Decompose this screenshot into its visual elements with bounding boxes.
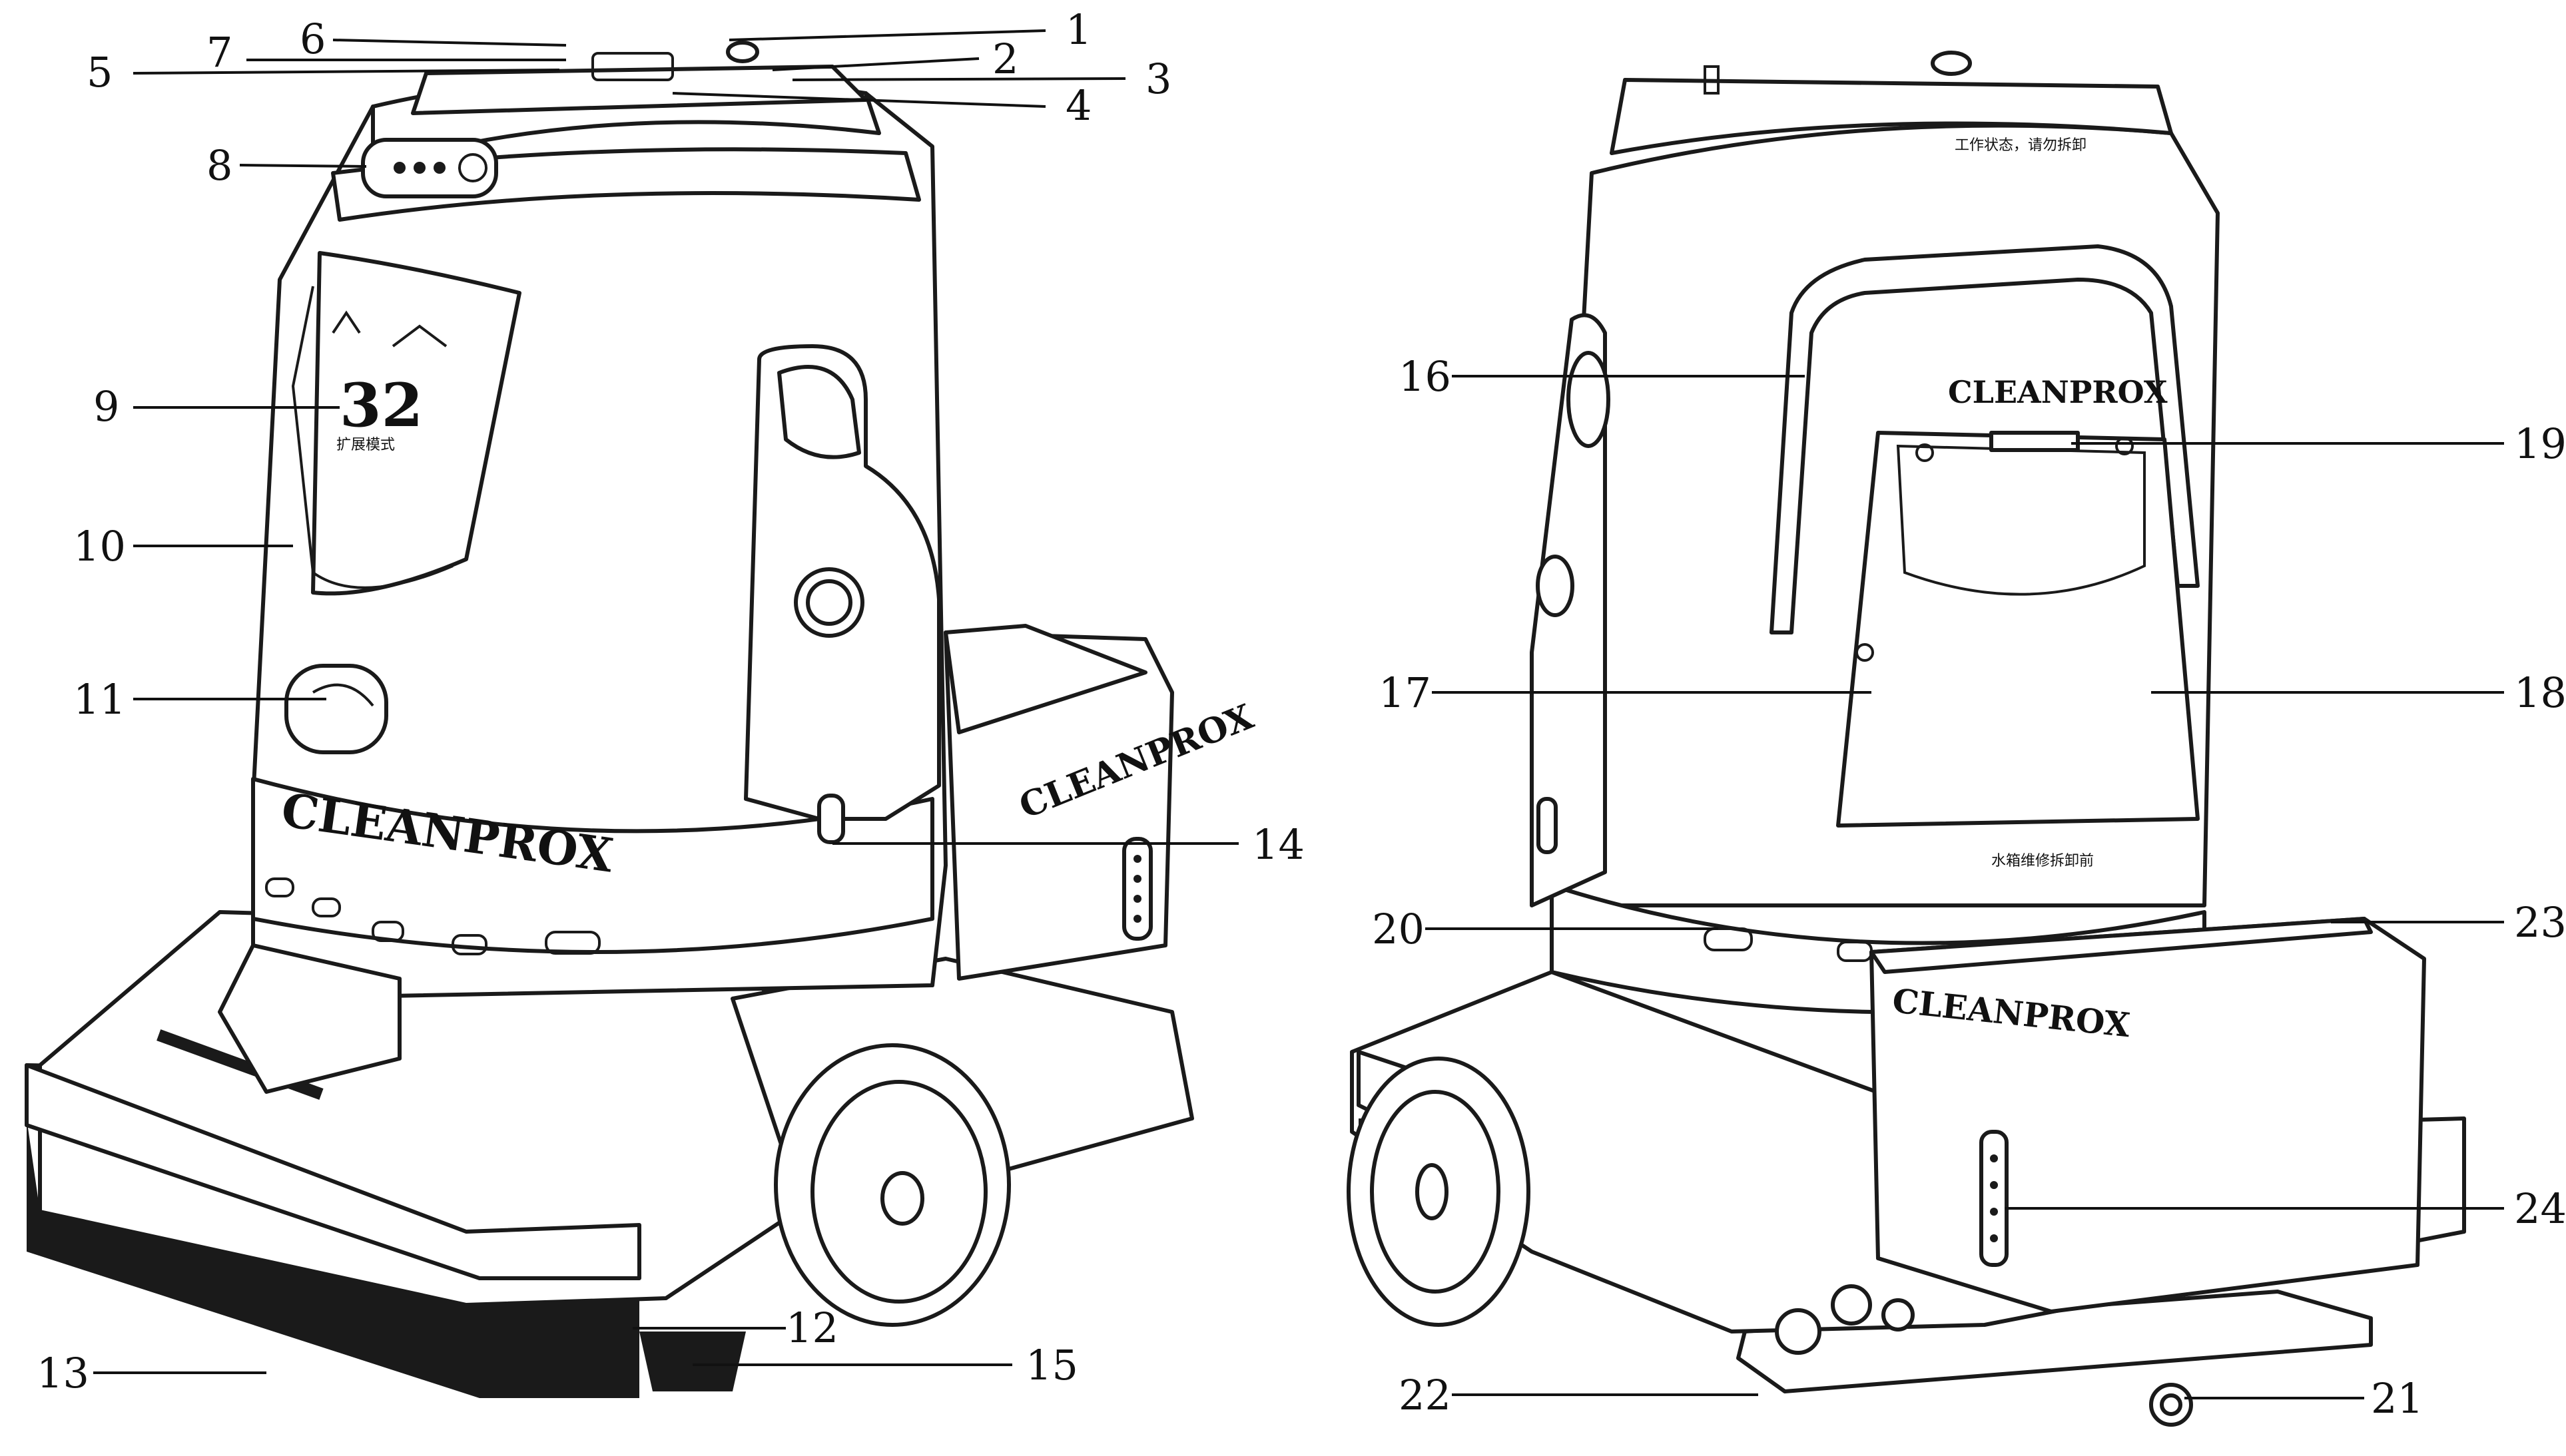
callout-12: 12 <box>786 1304 838 1352</box>
display-number: 32 <box>340 370 423 441</box>
callout-6: 6 <box>300 15 326 63</box>
callout-19: 19 <box>2514 419 2566 468</box>
callout-21: 21 <box>2371 1374 2423 1423</box>
callout-16: 16 <box>1399 352 1451 401</box>
callout-13: 13 <box>37 1349 89 1397</box>
callout-7: 7 <box>206 28 232 77</box>
warning-label-tank: 水箱维修拆卸前 <box>1991 853 2094 869</box>
warning-label-top: 工作状态，请勿拆卸 <box>1955 137 2086 154</box>
callout-22: 22 <box>1399 1371 1451 1419</box>
callout-2: 2 <box>992 35 1018 83</box>
callout-8: 8 <box>206 141 232 190</box>
callout-14: 14 <box>1252 820 1305 869</box>
callout-15: 15 <box>1026 1341 1078 1389</box>
rear-robot-drawing: CLEANPROX 工作状态，请勿拆卸 水箱维修拆卸前 CLEANPROX <box>1347 51 2466 1427</box>
callout-1: 1 <box>1066 5 1092 54</box>
callout-20: 20 <box>1372 905 1425 953</box>
callout-labels: 1 2 3 4 5 6 7 8 9 10 11 12 13 14 15 16 1… <box>37 5 2566 1423</box>
front-robot-drawing: 32 扩展模式 CLEANPROX CLEANPROX <box>25 41 1259 1398</box>
callout-11: 11 <box>73 675 126 724</box>
callout-24: 24 <box>2514 1184 2566 1233</box>
callout-10: 10 <box>73 522 126 571</box>
callout-18: 18 <box>2514 668 2566 717</box>
brand-logo-body-rear: CLEANPROX <box>1948 374 2168 410</box>
callout-23: 23 <box>2514 898 2566 947</box>
display-caption: 扩展模式 <box>336 437 395 453</box>
leader-lines <box>93 29 2504 1399</box>
callout-5: 5 <box>87 48 113 97</box>
callout-17: 17 <box>1379 668 1431 717</box>
callout-9: 9 <box>93 382 119 431</box>
callout-4: 4 <box>1066 81 1092 130</box>
callout-3: 3 <box>1145 55 1171 103</box>
